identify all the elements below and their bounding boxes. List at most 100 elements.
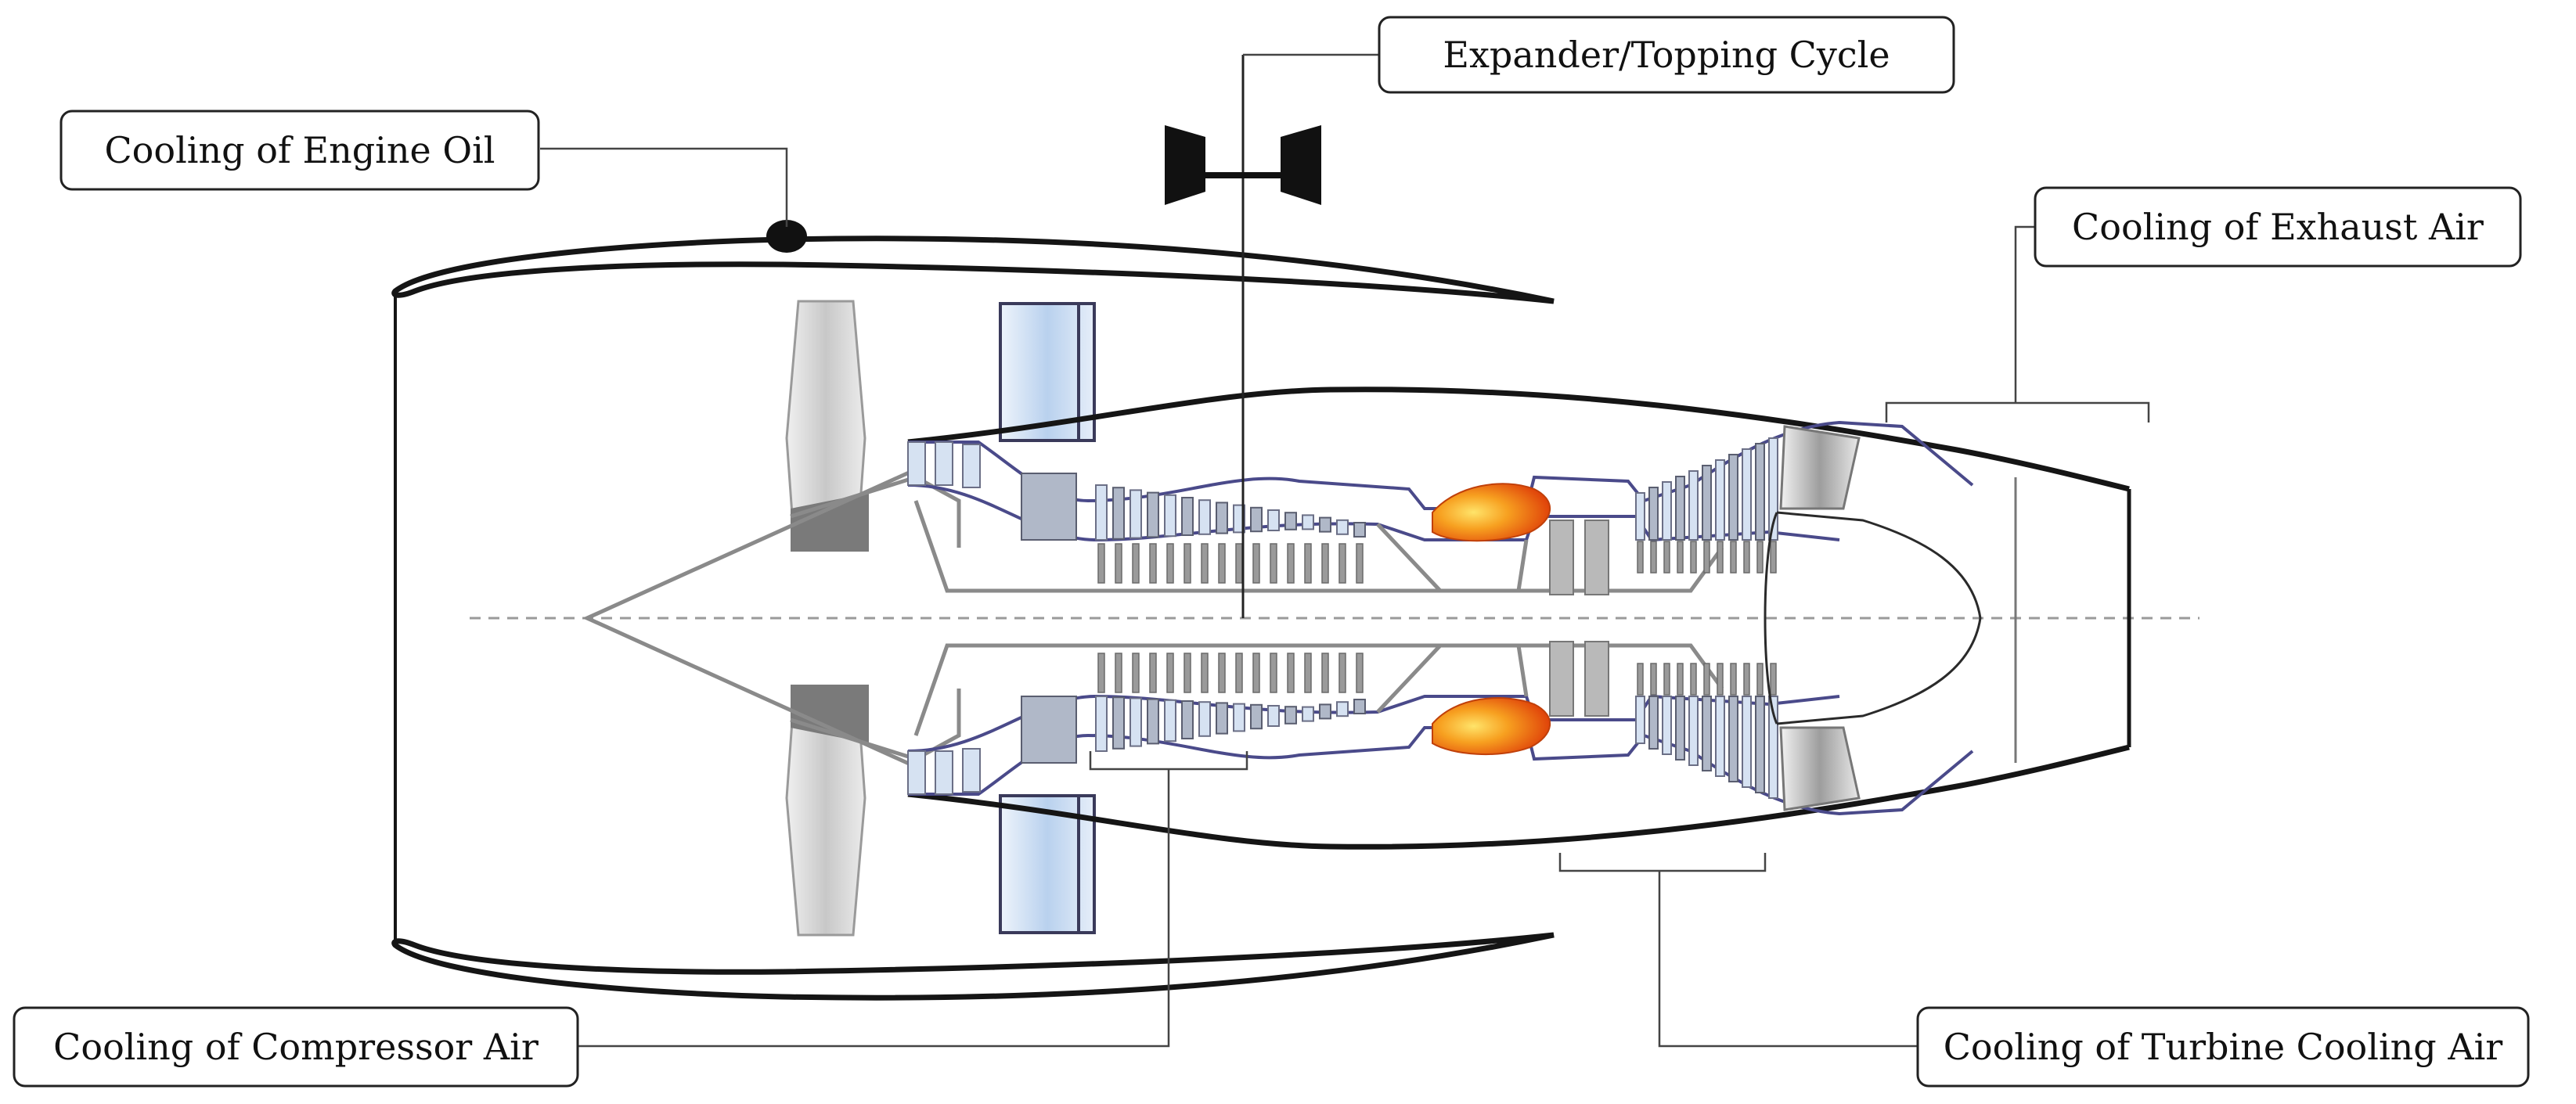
turbine-blade (1768, 696, 1778, 799)
diffuser-lower (1376, 644, 1529, 714)
hpc-disk (1149, 543, 1157, 584)
turbine-blade (1688, 696, 1699, 766)
hp-compressor-lower (1095, 653, 1366, 752)
turbine-disk (1717, 663, 1724, 696)
label-expander-topping-cycle: Expander/Topping Cycle (1378, 16, 1955, 94)
hpc-blade (1181, 497, 1194, 536)
hp-compressor-upper (1095, 484, 1366, 584)
hpc-disk (1201, 653, 1209, 693)
turbine-blade (1728, 454, 1738, 541)
hpc-blade (1353, 522, 1366, 538)
turbine-disk (1770, 663, 1777, 696)
turbine-blade (1702, 465, 1712, 541)
hpc-blade (1112, 696, 1125, 750)
combustion-flame-lower (1432, 697, 1551, 756)
hpc-disk (1097, 543, 1105, 584)
hpc-disk (1338, 543, 1346, 584)
hpc-blade (1267, 705, 1280, 727)
hpc-blade (1216, 502, 1228, 534)
turbine-disk (1770, 541, 1777, 574)
hpc-disk (1166, 543, 1174, 584)
hpc-blade (1198, 499, 1211, 535)
turbine-disk (1677, 541, 1684, 574)
hpc-disk (1304, 653, 1312, 693)
exhaust-turbine-blade-lower (1779, 726, 1861, 811)
hpc-disk (1218, 653, 1226, 693)
turbine-blade (1755, 443, 1765, 541)
hpc-disk (1201, 543, 1209, 584)
turbine-blade (1755, 696, 1765, 793)
hpc-disk (1287, 653, 1295, 693)
turbine-disk (1663, 541, 1670, 574)
spinner (582, 467, 917, 769)
hpc-disk (1149, 653, 1157, 693)
hpc-disk (1115, 543, 1122, 584)
hpc-blade (1319, 516, 1331, 533)
exhaust-turbine-blade-upper (1779, 425, 1861, 510)
label-cooling-exhaust-air: Cooling of Exhaust Air (2034, 186, 2522, 268)
turbine-blade (1648, 487, 1659, 541)
fan-hub-lower (791, 685, 869, 743)
core-casing-inner-upper (907, 484, 1840, 542)
hpc-disk (1115, 653, 1122, 693)
hpc-disk (1166, 653, 1174, 693)
turbine-blade (1742, 448, 1752, 541)
exhaust-cone (1776, 511, 1982, 725)
label-engine-oil-text: Cooling of Engine Oil (104, 129, 495, 171)
turbine-blade (1635, 492, 1645, 541)
lp-compressor-upper (907, 441, 1077, 541)
label-exhaust-text: Cooling of Exhaust Air (2072, 206, 2484, 248)
combustion-flame-upper (1432, 483, 1551, 542)
turbine-disk (1730, 663, 1737, 696)
turbine-blade (1728, 696, 1738, 782)
hpc-disk (1235, 543, 1243, 584)
hpc-disk (1356, 653, 1364, 693)
hpc-disk (1338, 653, 1346, 693)
hpc-blade (1302, 706, 1314, 722)
turbine-blade (1768, 437, 1778, 541)
hpc-blade (1319, 703, 1331, 720)
turbine-blade (1675, 696, 1685, 761)
turbine-disk (1690, 663, 1697, 696)
turbine-disk (1650, 663, 1657, 696)
hpc-disk (1218, 543, 1226, 584)
turbine-blade (1715, 696, 1725, 777)
turbine-blade (1635, 696, 1645, 744)
turbine-blade (1742, 696, 1752, 788)
hpc-blade (1250, 703, 1263, 730)
diffuser-upper (1376, 523, 1529, 592)
hpc-blade (1095, 484, 1108, 541)
turbine-disk (1663, 663, 1670, 696)
hpc-disk (1356, 543, 1364, 584)
hpc-blade (1284, 512, 1297, 530)
turbine-disk (1637, 541, 1644, 574)
hpc-blade (1216, 702, 1228, 735)
turbine-disk (1637, 663, 1644, 696)
label-turbine-text: Cooling of Turbine Cooling Air (1944, 1026, 2503, 1068)
hpc-blade (1095, 696, 1108, 752)
lp-compressor-lower (907, 696, 1077, 795)
turbine-disk (1743, 663, 1750, 696)
hpc-blade (1129, 489, 1142, 539)
turbine-blade (1662, 481, 1672, 541)
hpc-blade (1284, 706, 1297, 725)
turbine-disk (1717, 541, 1724, 574)
hpc-blade (1147, 698, 1159, 745)
hpc-blade (1147, 491, 1159, 538)
hpc-disk (1270, 653, 1277, 693)
turbine-lower (1635, 663, 1778, 799)
hpc-disk (1235, 653, 1243, 693)
hpc-disk (1252, 543, 1260, 584)
hpc-disk (1287, 543, 1295, 584)
core-cowl-lower (907, 744, 2130, 850)
hpc-blade (1198, 701, 1211, 737)
turbine-disk (1756, 663, 1764, 696)
nacelle-lower (391, 932, 1555, 1001)
turbine-disk (1756, 541, 1764, 574)
expander-turbine-icon (1165, 125, 1321, 205)
hpc-blade (1164, 699, 1176, 743)
turbine-blade (1662, 696, 1672, 755)
hpc-disk (1184, 543, 1191, 584)
turbine-disk (1743, 541, 1750, 574)
